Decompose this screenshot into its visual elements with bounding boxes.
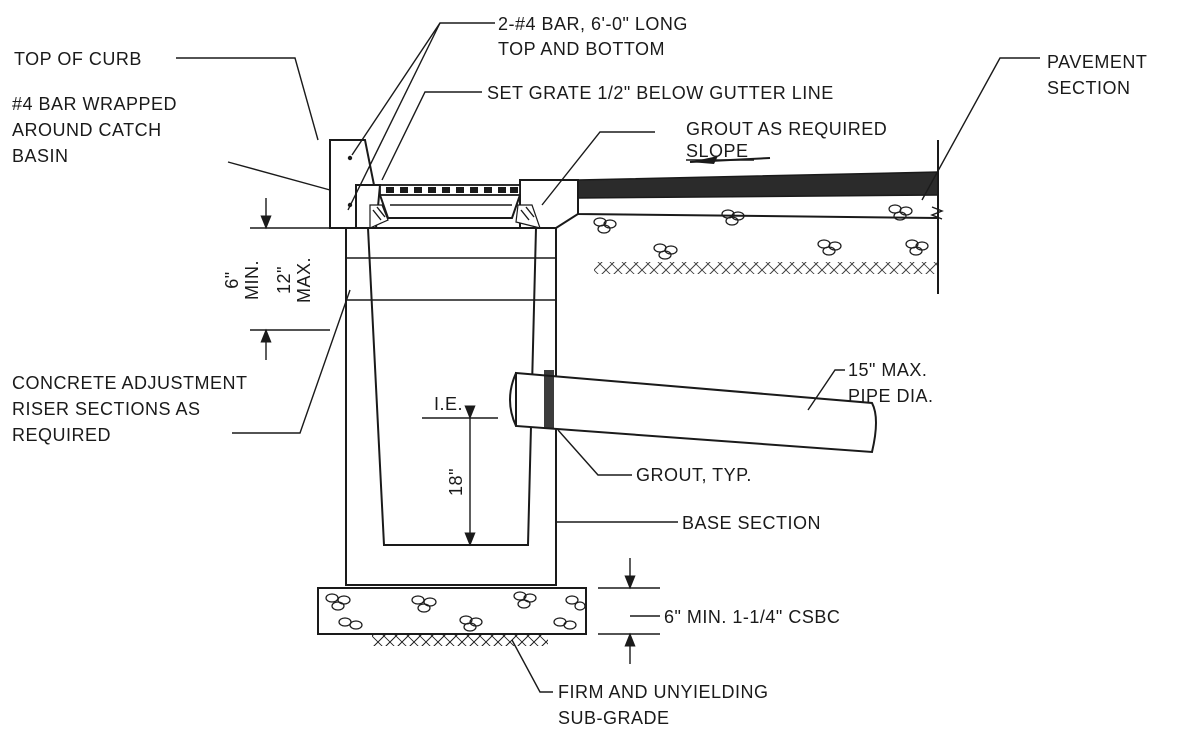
grate-frame <box>355 179 579 229</box>
label-pipe-line1: 15" MAX. <box>848 360 927 380</box>
label-bar-wrapped-line2: AROUND CATCH <box>12 120 162 140</box>
labels: TOP OF CURB #4 BAR WRAPPED AROUND CATCH … <box>12 14 1147 728</box>
dimension-csbc <box>598 558 660 664</box>
label-dim-6-min: 6" <box>222 271 242 288</box>
label-set-grate: SET GRATE 1/2" BELOW GUTTER LINE <box>487 83 834 103</box>
leader-lines <box>176 22 1040 693</box>
outlet-pipe <box>509 370 877 454</box>
label-riser-line1: CONCRETE ADJUSTMENT <box>12 373 248 393</box>
pavement-section <box>577 140 944 294</box>
label-bar-wrapped-line1: #4 BAR WRAPPED <box>12 94 177 114</box>
label-bars-line2: TOP AND BOTTOM <box>498 39 665 59</box>
label-base-section: BASE SECTION <box>682 513 821 533</box>
label-grout-required: GROUT AS REQUIRED <box>686 119 887 139</box>
label-pavement-line2: SECTION <box>1047 78 1131 98</box>
label-dim-min: MIN. <box>242 260 262 300</box>
dimension-riser-height <box>250 198 330 360</box>
label-pavement-line1: PAVEMENT <box>1047 52 1147 72</box>
label-riser-line3: REQUIRED <box>12 425 111 445</box>
label-slope: SLOPE <box>686 141 749 161</box>
label-top-of-curb: TOP OF CURB <box>14 49 142 69</box>
label-ie: I.E. <box>434 394 463 414</box>
csbc-base <box>317 587 587 646</box>
label-subgrade-line1: FIRM AND UNYIELDING <box>558 682 769 702</box>
label-dim-max: MAX. <box>294 257 314 303</box>
label-subgrade-line2: SUB-GRADE <box>558 708 670 728</box>
label-dim-12-max: 12" <box>274 266 294 294</box>
catch-basin-body <box>345 227 557 586</box>
label-grout-typ: GROUT, TYP. <box>636 465 752 485</box>
label-bar-wrapped-line3: BASIN <box>12 146 69 166</box>
label-bars-line1: 2-#4 BAR, 6'-0" LONG <box>498 14 688 34</box>
dimension-ie-18 <box>422 405 498 547</box>
label-csbc: 6" MIN. 1-1/4" CSBC <box>664 607 840 627</box>
label-pipe-line2: PIPE DIA. <box>848 386 934 406</box>
label-riser-line2: RISER SECTIONS AS <box>12 399 201 419</box>
label-dim-18: 18" <box>446 468 466 496</box>
